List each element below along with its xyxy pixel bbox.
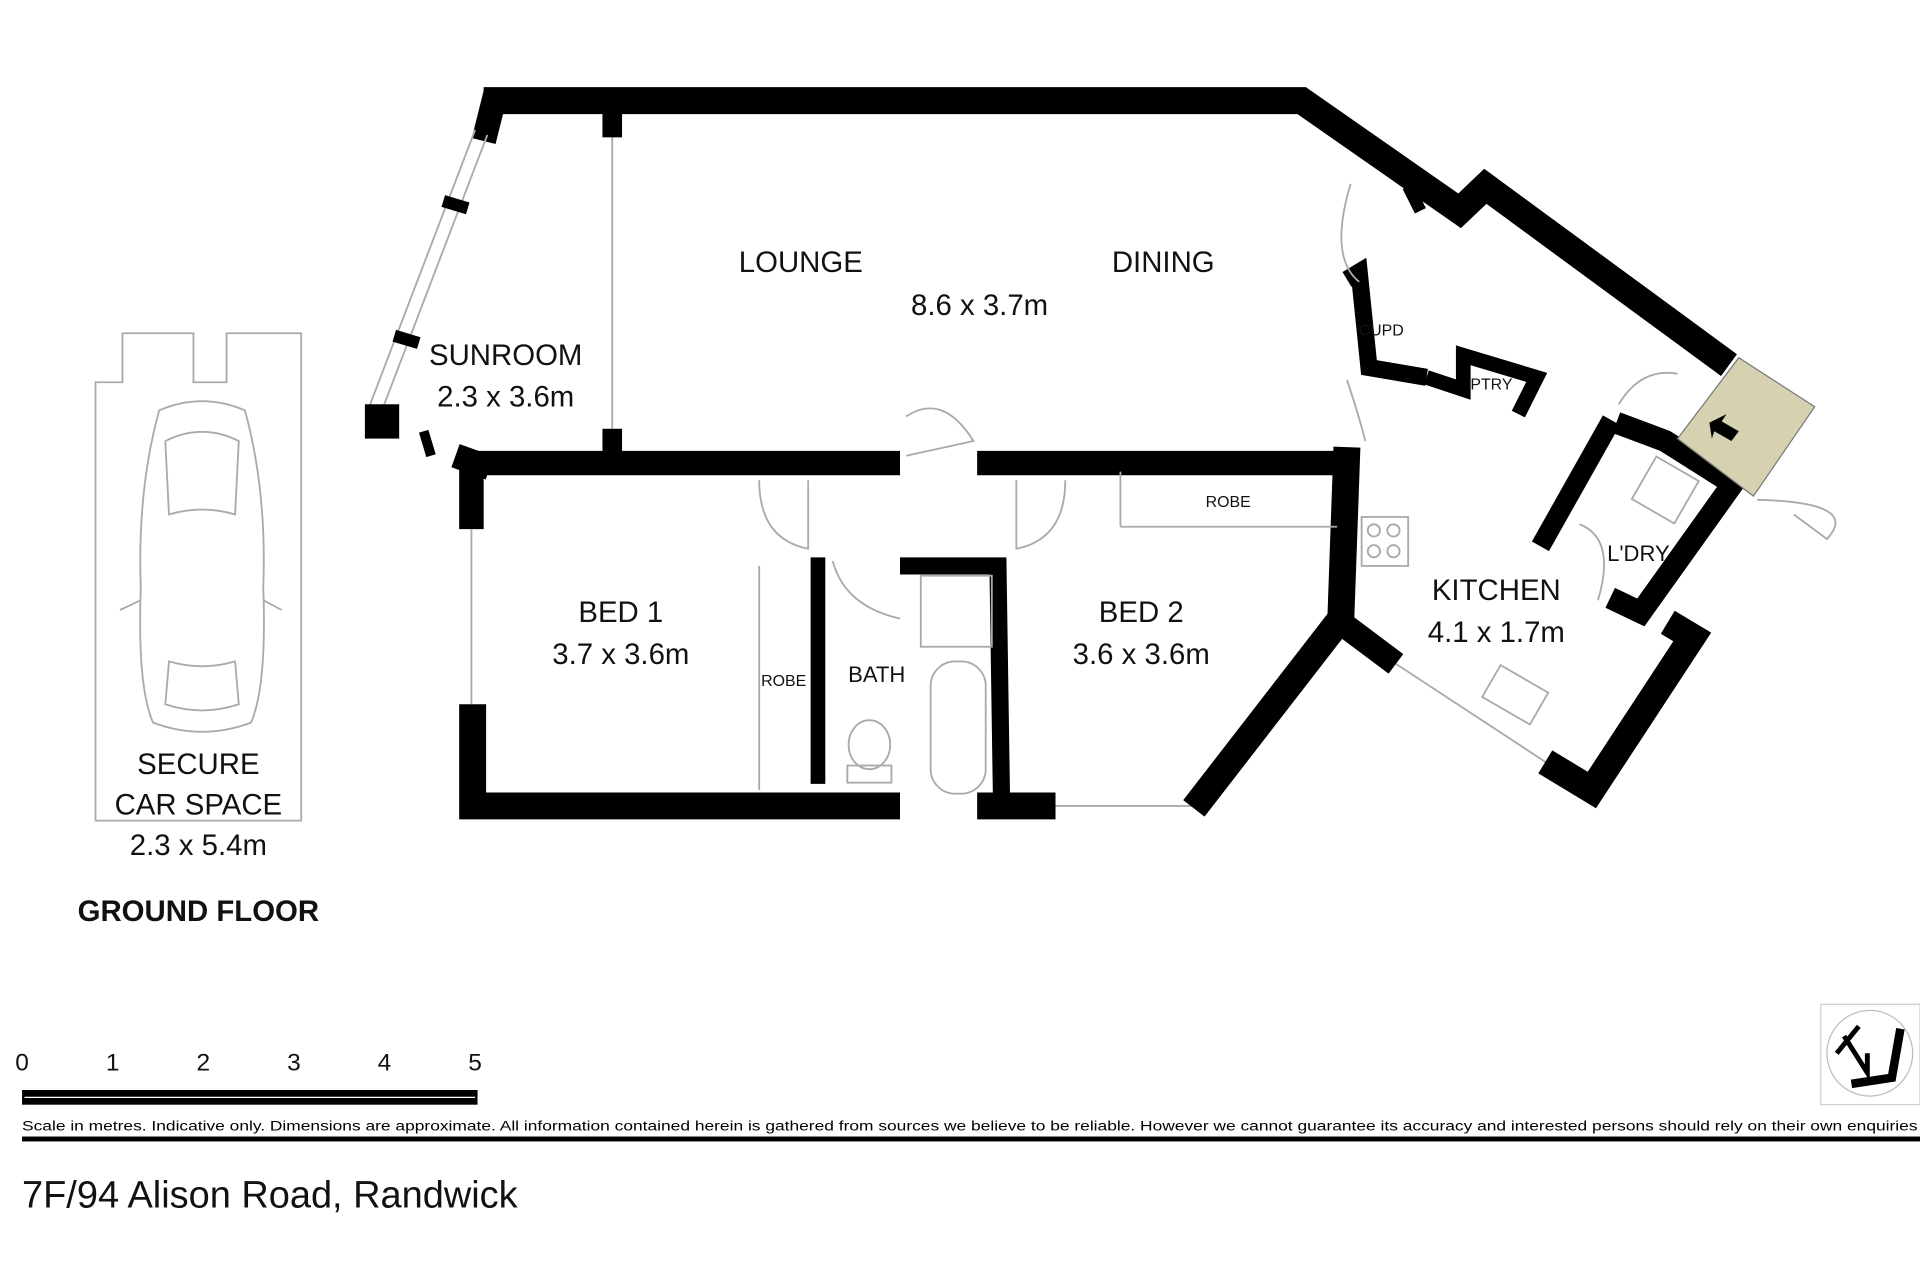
bath-label-bg: [844, 658, 909, 689]
scale-tick-1: 1: [106, 1049, 120, 1076]
bath-label: BATH: [848, 662, 905, 687]
fixtures: [758, 455, 1701, 795]
disclaimer: Scale in metres. Indicative only. Dimens…: [22, 1118, 1918, 1133]
kitchen-size: 4.1 x 1.7m: [1428, 616, 1565, 649]
sunroom-label: SUNROOM: [429, 339, 582, 372]
robe2-label: ROBE: [1206, 494, 1251, 511]
entry-arrow-icon: [1709, 414, 1739, 442]
car-space-size: 2.3 x 5.4m: [130, 829, 267, 862]
scale-bar: 0 1 2 3 4 5: [15, 1049, 482, 1105]
laundry-label: L'DRY: [1607, 541, 1670, 566]
bed1-label: BED 1: [578, 596, 663, 629]
floor-label: GROUND FLOOR: [78, 895, 320, 928]
bed2-label: BED 2: [1099, 596, 1184, 629]
walls: [364, 87, 1748, 820]
cupboard-label: CUPD: [1359, 323, 1404, 340]
dining-label: DINING: [1112, 246, 1215, 279]
car-space-label-2: CAR SPACE: [115, 788, 283, 821]
divider: [22, 1136, 1920, 1142]
scale-tick-3: 3: [287, 1049, 301, 1076]
scale-tick-0: 0: [15, 1049, 29, 1076]
scale-tick-4: 4: [378, 1049, 392, 1076]
scale-tick-5: 5: [468, 1049, 482, 1076]
car-space: [94, 332, 303, 822]
north-compass-icon: [1820, 1003, 1920, 1106]
doors: [758, 183, 1837, 620]
entry-area: [1676, 356, 1816, 497]
bed1-size: 3.7 x 3.6m: [552, 638, 689, 671]
car-icon: [119, 400, 283, 733]
lounge-label: LOUNGE: [739, 246, 863, 279]
robe1-label: ROBE: [761, 673, 806, 690]
pantry-label: PTRY: [1470, 377, 1513, 394]
lounge-dining-size: 8.6 x 3.7m: [911, 289, 1048, 322]
kitchen-label: KITCHEN: [1432, 574, 1561, 607]
bed2-size: 3.6 x 3.6m: [1073, 638, 1210, 671]
scale-tick-2: 2: [196, 1049, 210, 1076]
sunroom-size: 2.3 x 3.6m: [437, 381, 574, 414]
car-space-label: SECURE: [137, 748, 259, 781]
address: 7F/94 Alison Road, Randwick: [22, 1175, 519, 1217]
